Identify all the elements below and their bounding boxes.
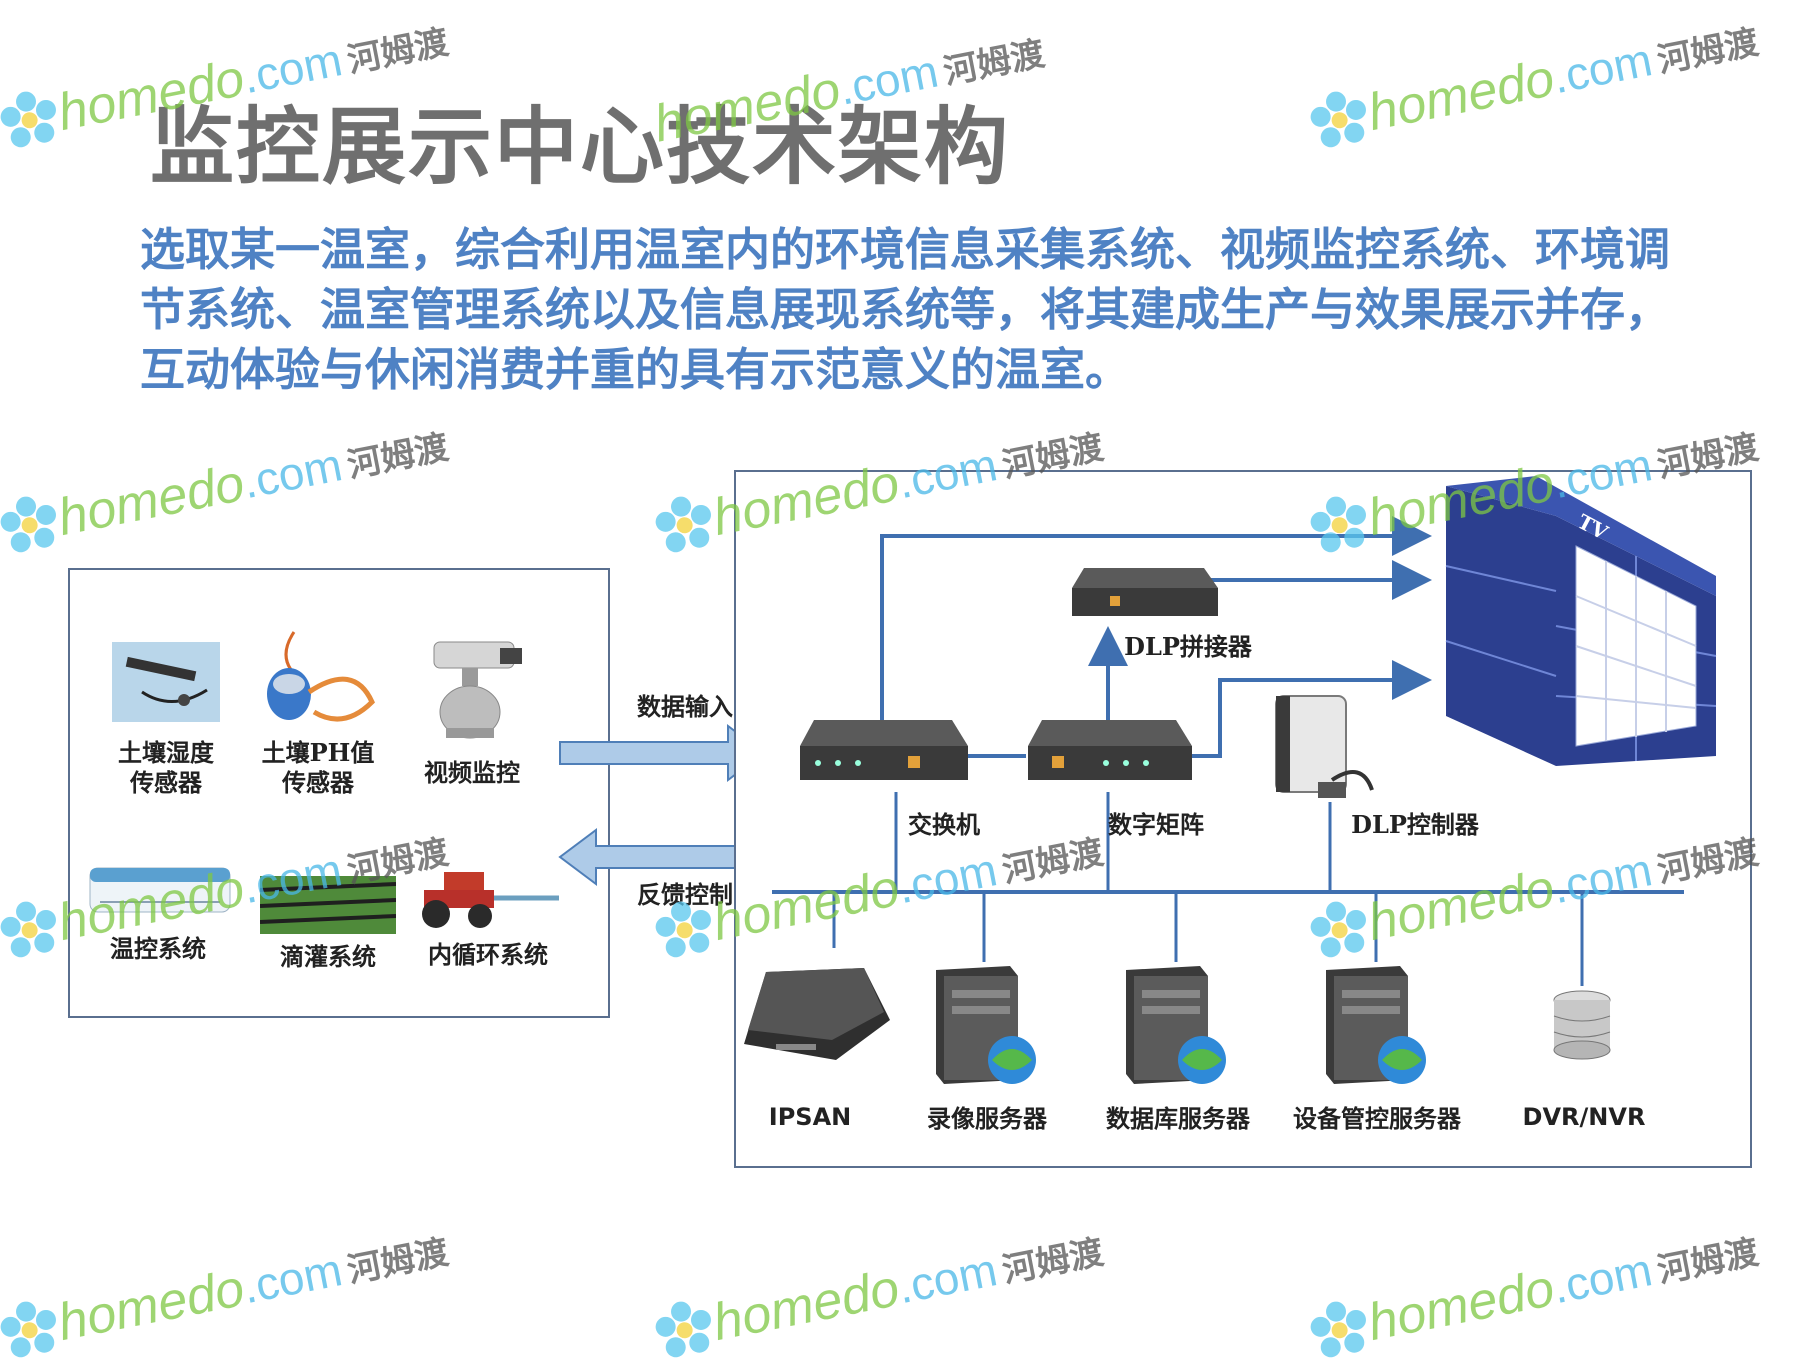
video-camera-image bbox=[433, 641, 522, 739]
watermark: homedo.com河姆渡 bbox=[0, 414, 453, 560]
flower-logo-icon bbox=[1310, 91, 1366, 148]
digital-matrix-label: 数字矩阵 bbox=[1108, 810, 1204, 839]
flower-logo-icon bbox=[655, 1301, 711, 1358]
dlp-splicer-label: DLP拼接器 bbox=[1124, 632, 1252, 661]
internal-circulation-label: 内循环系统 bbox=[428, 940, 548, 969]
flower-logo-icon bbox=[655, 496, 711, 553]
drip-irrigation-image bbox=[260, 876, 396, 934]
internal-circulation-image bbox=[422, 872, 559, 928]
page-title: 监控展示中心技术架构 bbox=[150, 98, 1011, 196]
device-control-server-label: 设备管控服务器 bbox=[1293, 1104, 1461, 1133]
switch-device bbox=[800, 720, 968, 780]
switch-label: 交换机 bbox=[908, 810, 980, 839]
recording-server-device bbox=[936, 966, 1036, 1084]
dlp-controller-label: DLP控制器 bbox=[1351, 810, 1479, 839]
ipsan-device bbox=[744, 968, 890, 1060]
feedback-label: 反馈控制 bbox=[637, 880, 733, 909]
video-monitoring-label: 视频监控 bbox=[424, 758, 520, 787]
ipsan-label: IPSAN bbox=[768, 1103, 852, 1131]
data-input-label: 数据输入 bbox=[637, 692, 733, 721]
dlp-controller-device bbox=[1275, 695, 1374, 798]
flower-logo-icon bbox=[0, 1301, 56, 1358]
watermark: homedo.com河姆渡 bbox=[1304, 1219, 1763, 1364]
temperature-control-label: 温控系统 bbox=[110, 934, 206, 963]
sensor-panel: 土壤湿度 传感器 土壤PH值 传感器 视频监控 温控系统 滴灌系统 内 bbox=[68, 568, 610, 1018]
flower-logo-icon bbox=[0, 901, 56, 958]
database-server-device bbox=[1126, 966, 1226, 1084]
device-control-server-device bbox=[1326, 966, 1426, 1084]
soil-ph-sensor-label: 土壤PH值 传感器 bbox=[261, 738, 375, 797]
digital-matrix-device bbox=[1028, 720, 1192, 780]
tv-wall: TV bbox=[1445, 476, 1717, 766]
soil-ph-sensor-image bbox=[267, 631, 375, 722]
flower-logo-icon bbox=[1310, 1301, 1366, 1358]
soil-humidity-sensor-label: 土壤湿度 传感器 bbox=[118, 738, 214, 797]
intro-paragraph: 选取某一温室，综合利用温室内的环境信息采集系统、视频监控系统、环境调节系统、温室… bbox=[140, 223, 1671, 396]
recording-server-label: 录像服务器 bbox=[927, 1104, 1047, 1133]
temperature-control-image bbox=[89, 867, 231, 913]
soil-humidity-sensor-image bbox=[112, 642, 220, 722]
network-lines bbox=[772, 516, 1684, 986]
watermark: homedo.com河姆渡 bbox=[649, 1219, 1108, 1364]
database-server-label: 数据库服务器 bbox=[1106, 1104, 1250, 1133]
flower-logo-icon bbox=[0, 91, 56, 148]
watermark: homedo.com河姆渡 bbox=[1304, 9, 1763, 155]
network-panel: 交换机 数字矩阵 DLP拼接器 DLP控制器 bbox=[734, 470, 1752, 1168]
dvr-nvr-label: DVR/NVR bbox=[1522, 1103, 1646, 1131]
drip-irrigation-label: 滴灌系统 bbox=[280, 942, 376, 971]
dlp-splicer-device bbox=[1072, 568, 1218, 616]
dvr-nvr-device bbox=[1553, 990, 1611, 1060]
watermark: homedo.com河姆渡 bbox=[0, 1219, 453, 1364]
flower-logo-icon bbox=[0, 496, 56, 553]
